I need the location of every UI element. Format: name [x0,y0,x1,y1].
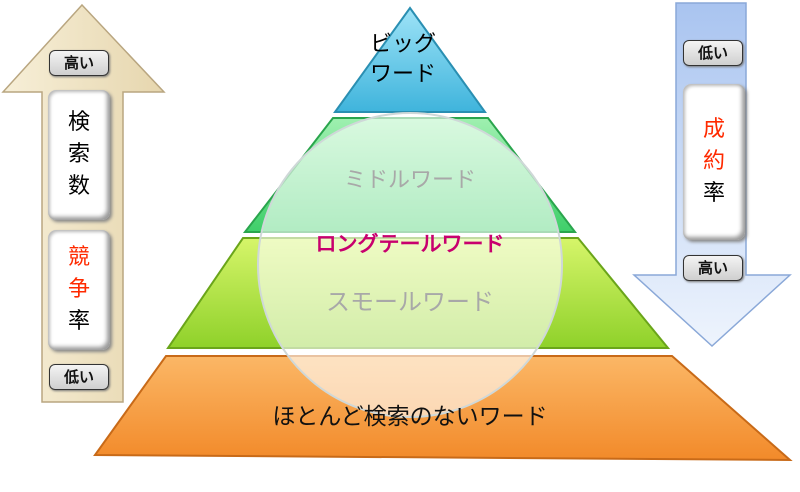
big-word-line2: ワード [370,62,437,87]
conversion-suffix: 率 [702,181,725,206]
competition-box: 競 争 率 [48,230,110,350]
search-char: 数 [67,174,90,199]
search-volume-box: 検 索 数 [48,90,110,220]
big-word-label: ビッグ ワード [370,30,436,90]
competition-suffix: 率 [67,309,90,334]
conversion-rate-box: 成 約 率 [683,84,745,240]
right-top-badge: 低い [683,40,743,66]
long-tail-circle-overlay [257,112,563,418]
competition-char: 競 [67,245,90,270]
right-bottom-badge: 高い [683,255,743,281]
conversion-char: 約 [702,149,725,174]
small-word-label: スモールワード [326,288,494,316]
middle-word-label: ミドルワード [343,168,476,193]
conversion-char: 成 [702,117,725,142]
left-top-badge: 高い [49,50,109,76]
big-word-line1: ビッグ [370,32,437,57]
no-search-word-label: ほとんど検索のないワード [272,404,548,430]
left-bottom-badge: 低い [49,364,109,390]
search-char: 検 [67,110,90,135]
longtail-word-label: ロングテールワード [315,232,505,256]
pyramid-top-layer [333,6,487,113]
competition-char: 争 [67,277,90,302]
search-char: 索 [67,142,90,167]
